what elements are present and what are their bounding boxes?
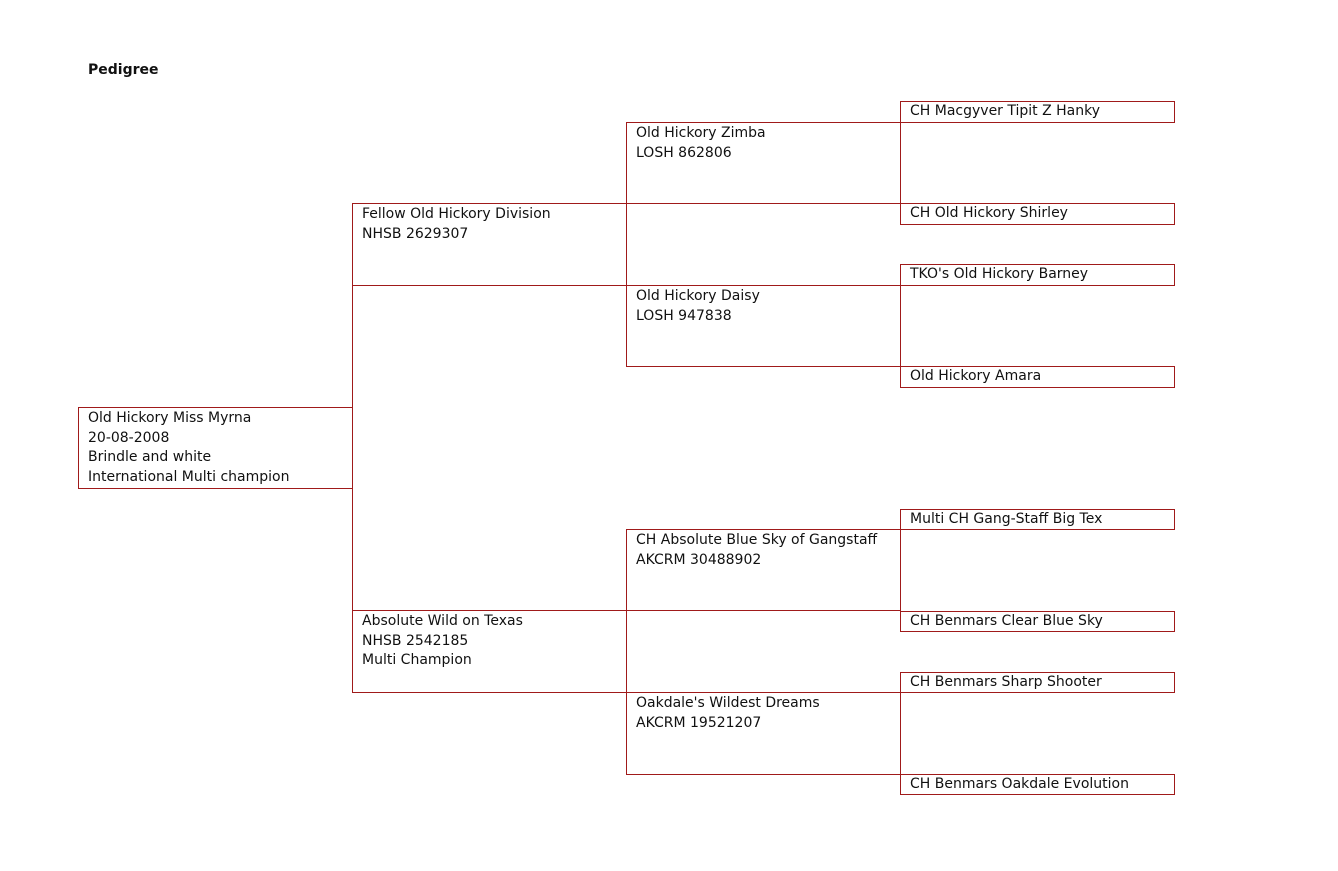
subject-title: International Multi champion [88, 468, 290, 485]
gen3-connector-top [626, 203, 627, 286]
subject-birth-date: 20-08-2008 [88, 429, 170, 446]
ds-dam-name: CH Benmars Clear Blue Sky [910, 613, 1103, 629]
dam-dam-registration: AKCRM 19521207 [636, 714, 762, 731]
dd-dam-box: CH Benmars Oakdale Evolution [900, 774, 1175, 795]
dam-dam-name: Oakdale's Wildest Dreams [636, 695, 820, 711]
sd-sire-box: TKO's Old Hickory Barney [900, 264, 1175, 286]
sire-sire-name: Old Hickory Zimba [636, 125, 766, 141]
sire-sire-registration: LOSH 862806 [636, 144, 732, 161]
ds-sire-name: Multi CH Gang-Staff Big Tex [910, 511, 1103, 527]
gen4-connector-4 [900, 692, 901, 775]
subject-color: Brindle and white [88, 449, 212, 465]
dam-sire-name: CH Absolute Blue Sky of Gangstaff [636, 532, 878, 548]
dam-sire-registration: AKCRM 30488902 [636, 551, 762, 568]
dd-sire-name: CH Benmars Sharp Shooter [910, 674, 1102, 690]
subject-name: Old Hickory Miss Myrna [88, 410, 252, 426]
sire-sire-box: Old Hickory Zimba LOSH 862806 [626, 122, 901, 204]
sire-dam-box: Old Hickory Daisy LOSH 947838 [626, 285, 901, 367]
dd-sire-box: CH Benmars Sharp Shooter [900, 672, 1175, 693]
sire-dam-name: Old Hickory Daisy [636, 288, 760, 304]
gen4-connector-3 [900, 529, 901, 611]
ss-dam-name: CH Old Hickory Shirley [910, 205, 1068, 221]
dam-title: Multi Champion [362, 652, 472, 668]
ss-sire-name: CH Macgyver Tipit Z Hanky [910, 103, 1101, 119]
sire-registration: NHSB 2629307 [362, 225, 469, 242]
sire-dam-registration: LOSH 947838 [636, 307, 732, 324]
dd-dam-name: CH Benmars Oakdale Evolution [910, 776, 1129, 792]
gen2-connector [352, 285, 353, 611]
dam-dam-box: Oakdale's Wildest Dreams AKCRM 19521207 [626, 692, 901, 775]
gen3-connector-bottom [626, 610, 627, 693]
ss-dam-box: CH Old Hickory Shirley [900, 203, 1175, 225]
dam-name: Absolute Wild on Texas [362, 613, 523, 629]
sire-name: Fellow Old Hickory Division [362, 206, 551, 222]
gen4-connector-2 [900, 285, 901, 367]
sd-dam-name: Old Hickory Amara [910, 368, 1042, 384]
dam-sire-box: CH Absolute Blue Sky of Gangstaff AKCRM … [626, 529, 901, 611]
sd-dam-box: Old Hickory Amara [900, 366, 1175, 388]
dam-registration: NHSB 2542185 [362, 632, 469, 649]
sire-box: Fellow Old Hickory Division NHSB 2629307 [352, 203, 627, 286]
sd-sire-name: TKO's Old Hickory Barney [910, 266, 1089, 282]
ss-sire-box: CH Macgyver Tipit Z Hanky [900, 101, 1175, 123]
gen4-connector-1 [900, 122, 901, 204]
dam-box: Absolute Wild on Texas NHSB 2542185 Mult… [352, 610, 627, 693]
subject-box: Old Hickory Miss Myrna 20-08-2008 Brindl… [78, 407, 353, 489]
page-title: Pedigree [88, 62, 159, 78]
ds-sire-box: Multi CH Gang-Staff Big Tex [900, 509, 1175, 530]
ds-dam-box: CH Benmars Clear Blue Sky [900, 611, 1175, 632]
